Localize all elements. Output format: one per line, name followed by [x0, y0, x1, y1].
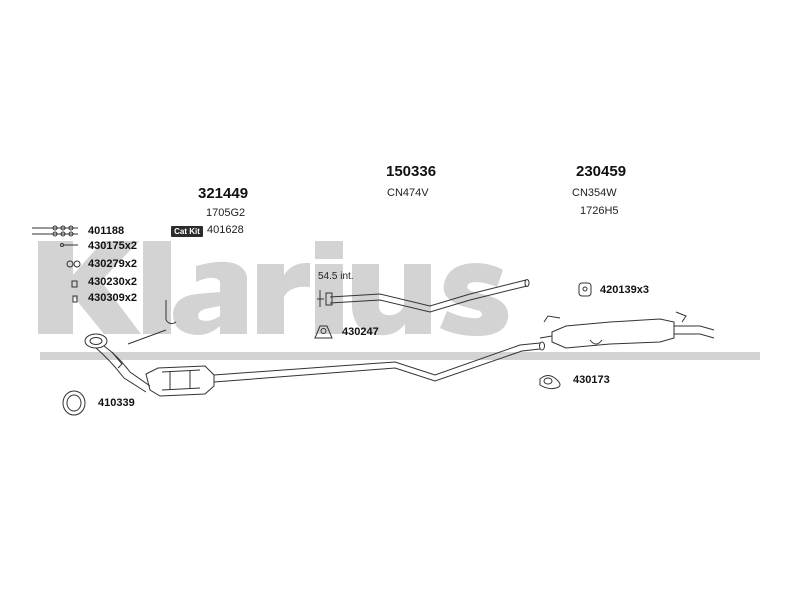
part-code-rear-silencer-2: 1726H5: [580, 205, 619, 217]
flange-gasket-label: 430173: [573, 374, 610, 386]
washer-bolt-icon: [60, 243, 78, 247]
gasket-ring-icon: [62, 390, 86, 416]
accessory-label: 430175x2: [88, 240, 137, 252]
accessory-label: 430230x2: [88, 276, 137, 288]
stud-icon: [72, 295, 78, 303]
cat-kit-badge: Cat Kit: [171, 226, 203, 237]
rubber-mount-icon: [578, 282, 592, 297]
accessory-label: 430309x2: [88, 292, 137, 304]
part-code-rear-silencer: CN354W: [572, 187, 617, 199]
part-number-catalyst: 321449: [198, 185, 249, 202]
cat-kit-part: 401628: [207, 224, 244, 236]
part-number-middle-pipe: 150336: [386, 163, 437, 180]
part-number-rear-silencer: 230459: [576, 163, 627, 180]
nut-icon: [66, 260, 81, 268]
gasket-ring-label: 410339: [98, 397, 135, 409]
part-code-catalyst: 1705G2: [206, 207, 246, 219]
clamp-label: 430247: [342, 326, 379, 338]
accessory-label: 401188: [88, 225, 125, 237]
part-code-middle-pipe: CN474V: [387, 187, 429, 199]
front-pipe-catalyst: [84, 300, 215, 397]
middle-pipe: [317, 279, 530, 313]
rubber-mount-label: 420139x3: [600, 284, 649, 296]
pipe-diameter-note: 54.5 int.: [318, 271, 354, 282]
flange-gasket-icon: [539, 375, 561, 390]
intermediate-pipe: [213, 341, 545, 383]
clamp-icon: [314, 325, 333, 339]
bolt-icon: [32, 225, 78, 237]
small-nut-icon: [71, 280, 78, 288]
accessory-label: 430279x2: [88, 258, 137, 270]
rear-silencer: [539, 311, 715, 349]
